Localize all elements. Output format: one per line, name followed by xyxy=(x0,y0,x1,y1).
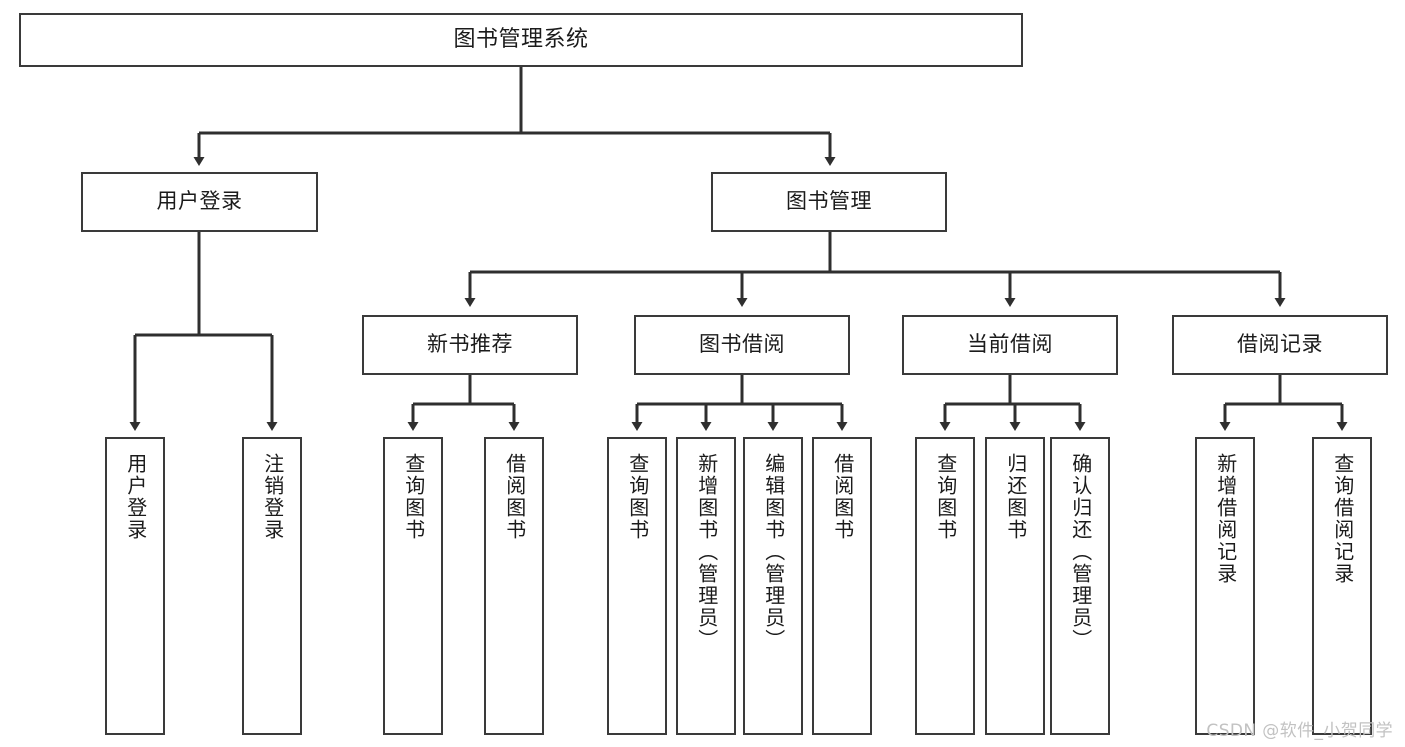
node-label: 注销登录 xyxy=(260,453,285,541)
node-leaf-add-borrow-record[interactable]: 新增借阅记录 xyxy=(1195,437,1255,735)
node-label: 用户登录 xyxy=(123,453,148,541)
node-label: 查询图书 xyxy=(401,453,426,541)
node-borrow-record[interactable]: 借阅记录 xyxy=(1172,315,1388,375)
node-label: 借阅记录 xyxy=(1237,332,1323,357)
node-leaf-return-book[interactable]: 归还图书 xyxy=(985,437,1045,735)
node-leaf-edit-book[interactable]: 编辑图书（管理员） xyxy=(743,437,803,735)
node-label: 新增借阅记录 xyxy=(1213,453,1238,585)
node-label: 新书推荐 xyxy=(427,332,513,357)
node-label: 图书管理 xyxy=(786,189,872,214)
node-leaf-user-logout[interactable]: 注销登录 xyxy=(242,437,302,735)
node-label: 编辑图书（管理员） xyxy=(761,453,786,651)
node-leaf-query-borrow-record[interactable]: 查询借阅记录 xyxy=(1312,437,1372,735)
node-label: 借阅图书 xyxy=(830,453,855,541)
node-leaf-add-book[interactable]: 新增图书（管理员） xyxy=(676,437,736,735)
node-book-manage[interactable]: 图书管理 xyxy=(711,172,947,232)
watermark-text: CSDN @软件_小贺同学 xyxy=(1206,721,1393,741)
node-label: 查询借阅记录 xyxy=(1330,453,1355,585)
node-label: 确认归还（管理员） xyxy=(1068,453,1093,651)
node-leaf-query-book-borrow[interactable]: 查询图书 xyxy=(607,437,667,735)
node-label: 查询图书 xyxy=(625,453,650,541)
node-label: 借阅图书 xyxy=(502,453,527,541)
node-label: 图书借阅 xyxy=(699,332,785,357)
node-leaf-confirm-return[interactable]: 确认归还（管理员） xyxy=(1050,437,1110,735)
node-label: 用户登录 xyxy=(156,189,243,214)
node-label: 新增图书（管理员） xyxy=(694,453,719,651)
node-leaf-query-book-recommend[interactable]: 查询图书 xyxy=(383,437,443,735)
node-new-book-recommend[interactable]: 新书推荐 xyxy=(362,315,578,375)
node-label: 归还图书 xyxy=(1003,453,1028,541)
node-leaf-borrow-book-recommend[interactable]: 借阅图书 xyxy=(484,437,544,735)
node-current-borrow[interactable]: 当前借阅 xyxy=(902,315,1118,375)
node-label: 当前借阅 xyxy=(967,332,1053,357)
node-leaf-user-login[interactable]: 用户登录 xyxy=(105,437,165,735)
node-root-book-management-system[interactable]: 图书管理系统 xyxy=(19,13,1023,67)
node-label: 查询图书 xyxy=(933,453,958,541)
node-leaf-borrow-book[interactable]: 借阅图书 xyxy=(812,437,872,735)
node-book-borrow[interactable]: 图书借阅 xyxy=(634,315,850,375)
node-leaf-query-book-current[interactable]: 查询图书 xyxy=(915,437,975,735)
node-user-login[interactable]: 用户登录 xyxy=(81,172,318,232)
node-label: 图书管理系统 xyxy=(453,26,589,52)
